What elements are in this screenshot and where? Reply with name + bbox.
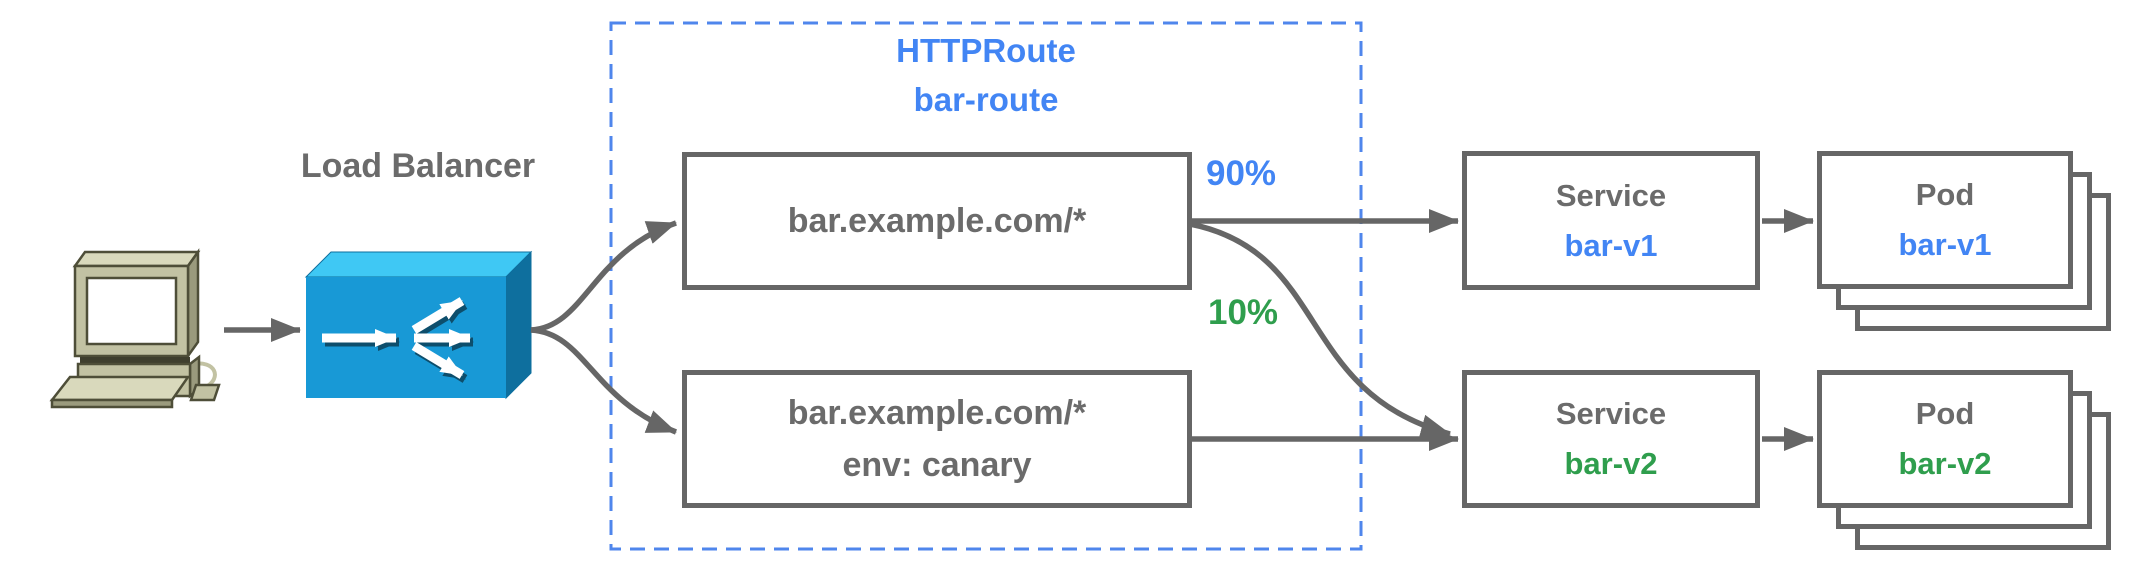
service-bar-v2-box: Service bar-v2 <box>1462 370 1760 508</box>
pod-2-name: bar-v2 <box>1898 446 1992 481</box>
desktop-computer-icon <box>49 248 221 409</box>
monitor-shadow-band <box>80 357 190 364</box>
monitor-screen <box>85 276 178 346</box>
keyboard-top <box>49 375 191 402</box>
load-balancer-fanout-icon <box>304 250 533 400</box>
pod-2-kind: Pod <box>1915 396 1975 431</box>
httproute-title: HTTPRoute bar-route <box>786 26 1186 124</box>
route-2-header-match: env: canary <box>842 446 1032 484</box>
pod-1-kind: Pod <box>1915 177 1975 212</box>
pod-bar-v2-box: Pod bar-v2 <box>1817 370 2073 508</box>
lb-fanout-arrows <box>322 297 471 379</box>
load-balancer-label: Load Balancer <box>300 147 536 185</box>
route-rule-2-box: bar.example.com/* env: canary <box>682 370 1192 508</box>
pod-group-bar-v2: Pod bar-v2 <box>1817 370 2111 550</box>
pod-1-name: bar-v1 <box>1898 227 1992 262</box>
monitor-top-face <box>72 250 201 268</box>
mouse <box>189 383 221 402</box>
route-1-host: bar.example.com/* <box>787 201 1087 240</box>
httproute-kind-label: HTTPRoute <box>896 32 1076 69</box>
route-rule-1-box: bar.example.com/* <box>682 152 1192 290</box>
httproute-group-border <box>609 21 1363 551</box>
service-2-kind: Service <box>1555 396 1667 431</box>
weight-90-label: 90% <box>1206 154 1277 193</box>
route1-to-service2-curve-arrow <box>1189 221 1451 438</box>
pod-group-bar-v1: Pod bar-v1 <box>1817 151 2111 331</box>
service-2-name: bar-v2 <box>1564 446 1658 481</box>
pod-bar-v1-box: Pod bar-v1 <box>1817 151 2073 289</box>
lb-side-face <box>505 250 532 400</box>
lb-top-face <box>304 251 533 278</box>
monitor-side-face <box>186 248 200 360</box>
weight-10-label: 10% <box>1208 293 1279 332</box>
route-2-host: bar.example.com/* <box>787 394 1087 432</box>
lb-to-route1-arrow <box>530 220 677 333</box>
httproute-name-label: bar-route <box>913 81 1059 118</box>
keyboard-lip <box>50 398 174 409</box>
service-bar-v1-box: Service bar-v1 <box>1462 151 1760 290</box>
service-1-kind: Service <box>1555 177 1667 213</box>
lb-to-route2-arrow <box>530 327 677 435</box>
service-1-name: bar-v1 <box>1564 227 1658 263</box>
